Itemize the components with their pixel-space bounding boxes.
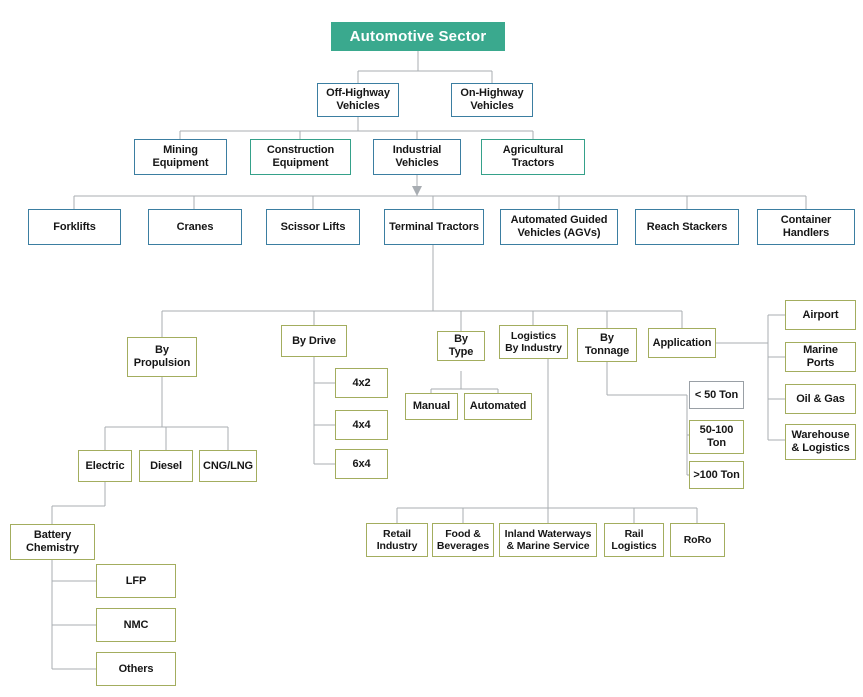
node-label: Industrial Vehicles [392, 144, 442, 169]
node-scissor-lifts[interactable]: Scissor Lifts [266, 209, 360, 245]
node-label: Diesel [150, 459, 182, 472]
node-label: >100 Ton [693, 468, 740, 481]
node-label: 4x2 [352, 376, 371, 389]
node-oil-gas[interactable]: Oil & Gas [785, 384, 856, 414]
node-nmc[interactable]: NMC [96, 608, 176, 642]
node-retail-industry[interactable]: Retail Industry [366, 523, 428, 557]
node-label: Cranes [176, 220, 214, 233]
node-diesel[interactable]: Diesel [139, 450, 193, 482]
node-manual[interactable]: Manual [405, 393, 458, 420]
node-mining-equipment[interactable]: Mining Equipment [134, 139, 227, 175]
node-label: Food & Beverages [436, 527, 490, 552]
node-cranes[interactable]: Cranes [148, 209, 242, 245]
node-label: Oil & Gas [796, 392, 845, 405]
node-lfp[interactable]: LFP [96, 564, 176, 598]
node-food-beverages[interactable]: Food & Beverages [432, 523, 494, 557]
node-on-highway-vehicles[interactable]: On-Highway Vehicles [451, 83, 533, 117]
node-4x4[interactable]: 4x4 [335, 410, 388, 440]
node-construction-equipment[interactable]: Construction Equipment [250, 139, 351, 175]
node-label: Off-Highway Vehicles [326, 87, 390, 112]
node-label: Battery Chemistry [26, 529, 79, 554]
node-6x4[interactable]: 6x4 [335, 449, 388, 479]
node-label: Logistics By Industry [505, 329, 562, 354]
node-label: Scissor Lifts [280, 220, 346, 233]
node-terminal-tractors[interactable]: Terminal Tractors [384, 209, 484, 245]
node-label: On-Highway Vehicles [460, 87, 524, 112]
node-logistics-by-industry[interactable]: Logistics By Industry [499, 325, 568, 359]
node-label: NMC [123, 618, 149, 631]
node-label: RoRo [683, 533, 712, 546]
node-label: 6x4 [352, 457, 371, 470]
node-4x2[interactable]: 4x2 [335, 368, 388, 398]
node-greater-than-100-ton[interactable]: >100 Ton [689, 461, 744, 489]
node-application[interactable]: Application [648, 328, 716, 358]
node-by-type[interactable]: By Type [437, 331, 485, 361]
node-label: Retail Industry [376, 527, 418, 552]
node-label: Automated Guided Vehicles (AGVs) [510, 214, 608, 239]
node-label: CNG/LNG [202, 459, 254, 472]
node-label: Manual [412, 400, 451, 413]
node-label: Marine Ports [803, 344, 838, 369]
node-label: Reach Stackers [646, 220, 728, 233]
node-label: Automotive Sector [349, 27, 487, 45]
node-label: Forklifts [53, 220, 96, 233]
node-label: Mining Equipment [152, 144, 209, 169]
node-label: By Propulsion [133, 344, 191, 369]
node-label: Automated [469, 400, 527, 413]
node-label: By Tonnage [584, 332, 630, 357]
node-label: LFP [125, 574, 147, 587]
node-label: Terminal Tractors [389, 220, 479, 233]
node-label: Warehouse & Logistics [791, 429, 850, 454]
node-container-handlers[interactable]: Container Handlers [757, 209, 855, 245]
node-rail-logistics[interactable]: Rail Logistics [604, 523, 664, 557]
node-label: Airport [802, 308, 839, 321]
node-off-highway-vehicles[interactable]: Off-Highway Vehicles [317, 83, 399, 117]
node-label: Application [652, 336, 712, 349]
node-roro[interactable]: RoRo [670, 523, 725, 557]
node-label: Inland Waterways & Marine Service [504, 527, 592, 552]
node-electric[interactable]: Electric [78, 450, 132, 482]
node-inland-waterways-marine-service[interactable]: Inland Waterways & Marine Service [499, 523, 597, 557]
node-label: Rail Logistics [611, 527, 657, 552]
node-airport[interactable]: Airport [785, 300, 856, 330]
node-reach-stackers[interactable]: Reach Stackers [635, 209, 739, 245]
node-automated-guided-vehicles[interactable]: Automated Guided Vehicles (AGVs) [500, 209, 618, 245]
node-automotive-sector[interactable]: Automotive Sector [331, 22, 505, 51]
node-others[interactable]: Others [96, 652, 176, 686]
node-label: 4x4 [352, 418, 371, 431]
node-label: Others [118, 662, 154, 675]
node-warehouse-logistics[interactable]: Warehouse & Logistics [785, 424, 856, 460]
node-battery-chemistry[interactable]: Battery Chemistry [10, 524, 95, 560]
node-agricultural-tractors[interactable]: Agricultural Tractors [481, 139, 585, 175]
node-by-tonnage[interactable]: By Tonnage [577, 328, 637, 362]
node-label: 50-100 Ton [699, 424, 734, 449]
node-label: Container Handlers [780, 214, 832, 239]
node-forklifts[interactable]: Forklifts [28, 209, 121, 245]
arrowhead-icon [412, 186, 422, 196]
node-by-propulsion[interactable]: By Propulsion [127, 337, 197, 377]
node-by-drive[interactable]: By Drive [281, 325, 347, 357]
node-label: By Type [448, 333, 474, 358]
node-marine-ports[interactable]: Marine Ports [785, 342, 856, 372]
node-less-than-50-ton[interactable]: < 50 Ton [689, 381, 744, 409]
node-industrial-vehicles[interactable]: Industrial Vehicles [373, 139, 461, 175]
node-50-100-ton[interactable]: 50-100 Ton [689, 420, 744, 454]
node-label: < 50 Ton [694, 388, 739, 401]
node-label: Construction Equipment [266, 144, 335, 169]
node-cng-lng[interactable]: CNG/LNG [199, 450, 257, 482]
node-label: By Drive [292, 334, 336, 347]
node-automated[interactable]: Automated [464, 393, 532, 420]
node-label: Agricultural Tractors [502, 144, 564, 169]
node-label: Electric [85, 459, 125, 472]
